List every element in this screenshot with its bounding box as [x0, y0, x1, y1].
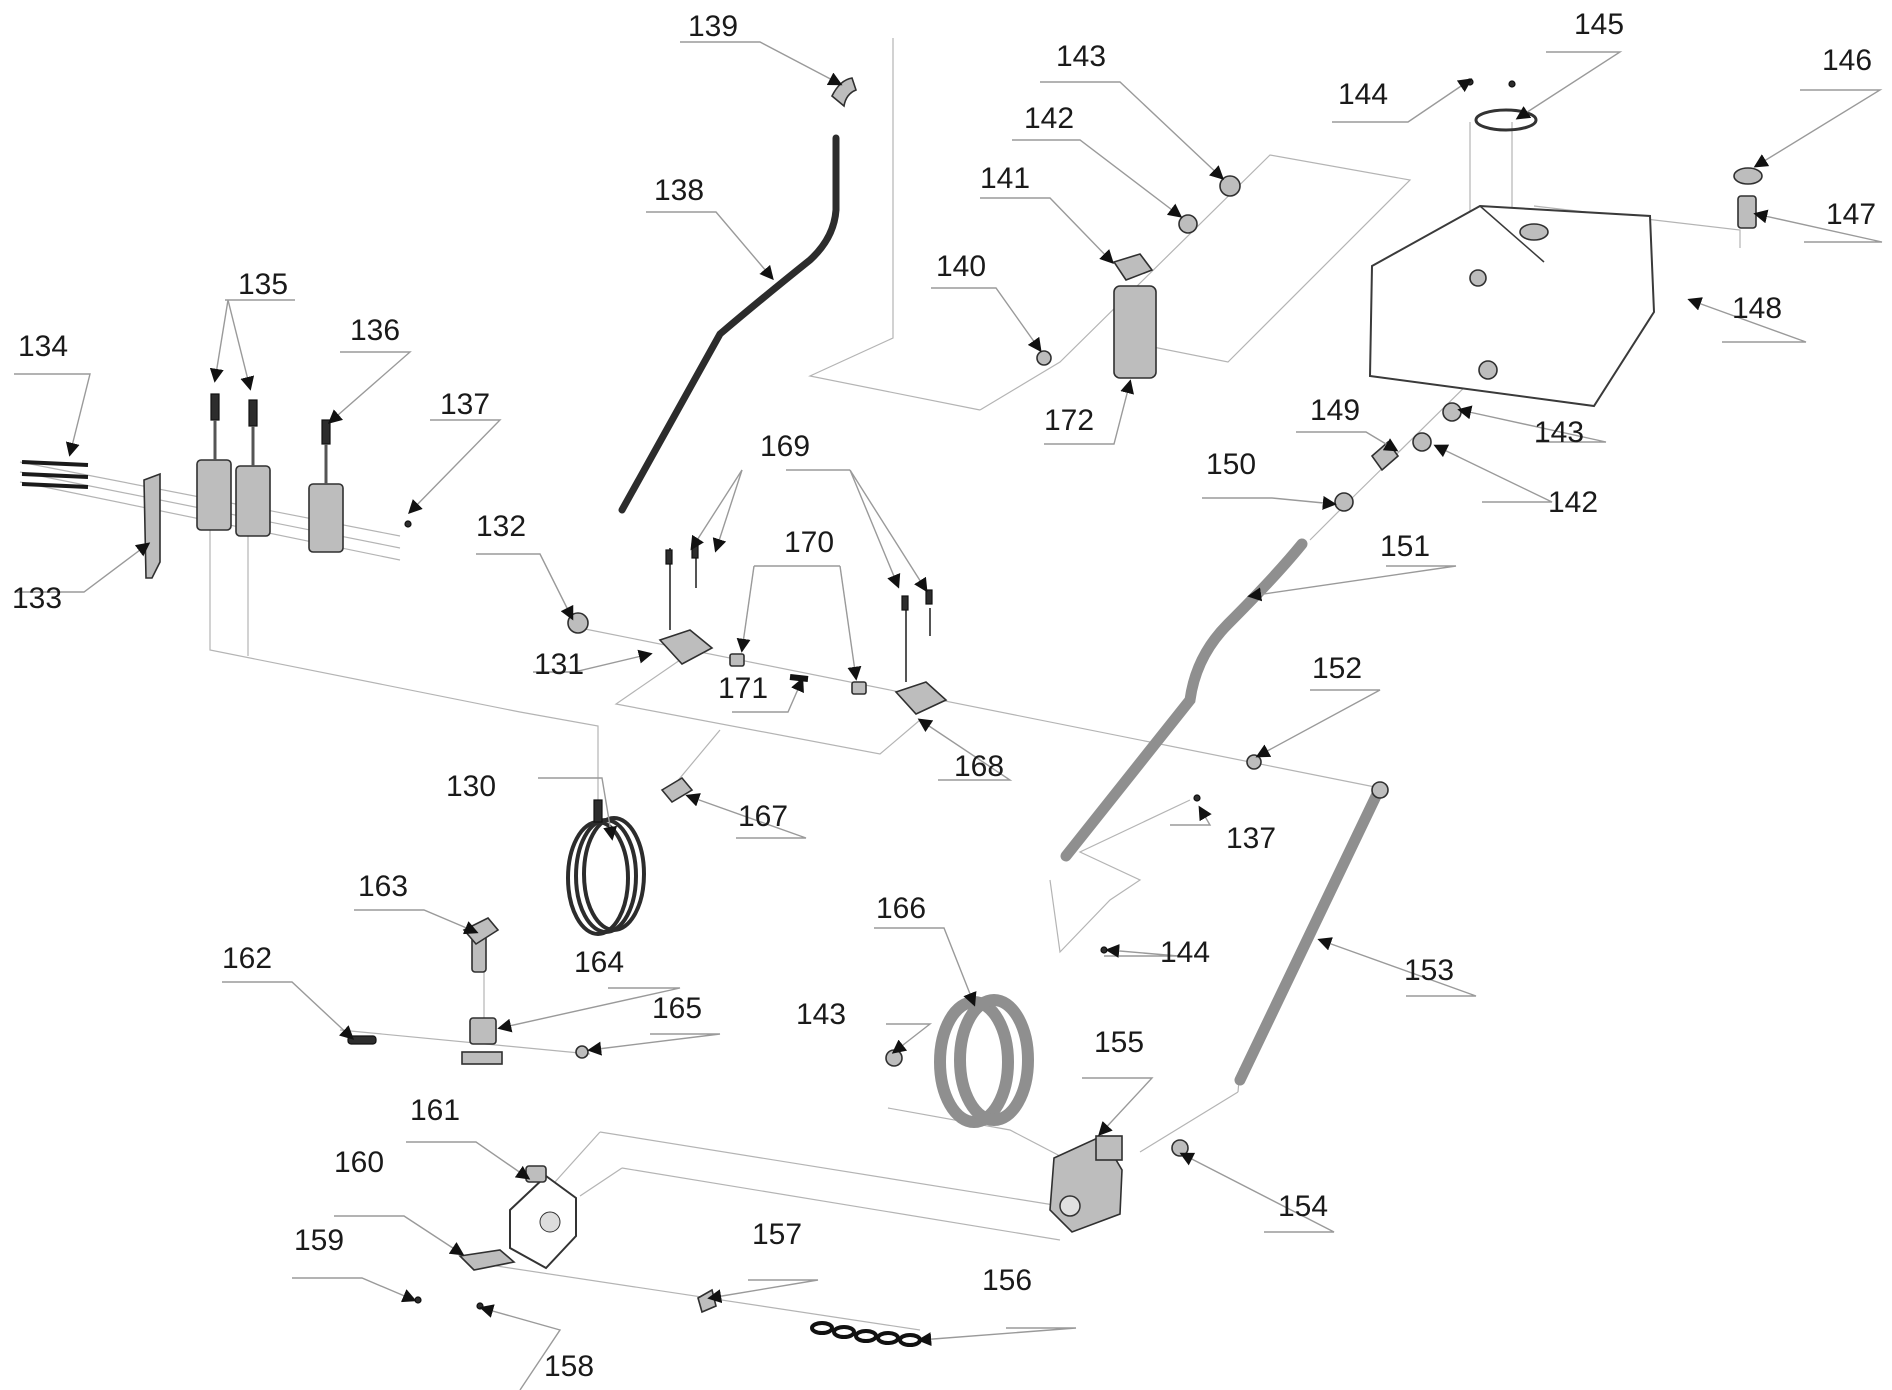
part-155-pump — [1049, 1134, 1123, 1233]
part-164-bracket — [461, 1017, 503, 1065]
part-172-filter — [1113, 285, 1157, 379]
callout-171: 171 — [718, 672, 768, 705]
part-163-handle — [462, 917, 500, 973]
callout-147: 147 — [1826, 198, 1876, 231]
part-161-bracket — [509, 1165, 577, 1270]
callout-143c: 143 — [796, 998, 846, 1031]
part-141-filter-head — [1112, 253, 1154, 281]
callout-153: 153 — [1404, 954, 1454, 987]
callout-130: 130 — [446, 770, 496, 803]
callout-133: 133 — [12, 582, 62, 615]
part-139-elbow — [831, 77, 857, 108]
part-135-valves — [196, 393, 271, 537]
callout-163: 163 — [358, 870, 408, 903]
callout-138: 138 — [654, 174, 704, 207]
callout-leaders — [14, 41, 1883, 1390]
callout-161: 161 — [410, 1094, 460, 1127]
part-145-ring — [1474, 108, 1538, 132]
parts — [21, 77, 1763, 1347]
part-157-shackle — [697, 1288, 717, 1314]
callout-169: 169 — [760, 430, 810, 463]
callout-134: 134 — [18, 330, 68, 363]
callout-162: 162 — [222, 942, 272, 975]
callout-132: 132 — [476, 510, 526, 543]
part-153-hose — [1234, 786, 1384, 1086]
part-136-valve — [308, 419, 344, 553]
callout-146: 146 — [1822, 44, 1872, 77]
part-168-valve — [894, 681, 948, 715]
part-146-cap — [1733, 167, 1763, 185]
callout-145: 145 — [1574, 8, 1624, 41]
callout-150: 150 — [1206, 448, 1256, 481]
callout-168: 168 — [954, 750, 1004, 783]
callout-172: 172 — [1044, 404, 1094, 437]
callout-170: 170 — [784, 526, 834, 559]
callout-142a: 142 — [1024, 102, 1074, 135]
callout-157: 157 — [752, 1218, 802, 1251]
callout-labels: 130 131 132 133 134 135 136 137 137 138 … — [12, 8, 1876, 1383]
part-131-valve — [658, 629, 714, 665]
part-160-plate — [458, 1249, 516, 1271]
callout-137b: 137 — [1226, 822, 1276, 855]
callout-135: 135 — [238, 268, 288, 301]
assembly-lines — [19, 38, 1741, 1331]
part-169-stems — [665, 543, 933, 682]
part-134-rods — [21, 460, 89, 489]
callout-143a: 143 — [1056, 40, 1106, 73]
callout-158: 158 — [544, 1350, 594, 1383]
callout-166: 166 — [876, 892, 926, 925]
callout-149: 149 — [1310, 394, 1360, 427]
callout-131: 131 — [534, 648, 584, 681]
callout-151: 151 — [1380, 530, 1430, 563]
callout-142b: 142 — [1548, 486, 1598, 519]
callout-148: 148 — [1732, 292, 1782, 325]
callout-160: 160 — [334, 1146, 384, 1179]
part-162-spring — [347, 1035, 377, 1045]
callout-144a: 144 — [1338, 78, 1388, 111]
part-149-fitting — [1370, 440, 1400, 472]
callout-159: 159 — [294, 1224, 344, 1257]
callout-143b: 143 — [1534, 416, 1584, 449]
part-166-coil — [934, 994, 1034, 1128]
part-151-hose — [1060, 538, 1308, 862]
part-130-coil — [566, 799, 646, 936]
callout-141: 141 — [980, 162, 1030, 195]
part-148-tank — [1368, 204, 1656, 408]
callout-136: 136 — [350, 314, 400, 347]
callout-140: 140 — [936, 250, 986, 283]
part-147-strainer — [1737, 195, 1757, 229]
callout-156: 156 — [982, 1264, 1032, 1297]
callout-165: 165 — [652, 992, 702, 1025]
part-156-chain — [810, 1321, 922, 1347]
callout-137a: 137 — [440, 388, 490, 421]
callout-139: 139 — [688, 10, 738, 43]
callout-155: 155 — [1094, 1026, 1144, 1059]
callout-154: 154 — [1278, 1190, 1328, 1223]
part-171-pin — [789, 674, 809, 682]
callout-144b: 144 — [1160, 936, 1210, 969]
part-138-hose — [618, 134, 840, 514]
part-133-bracket — [143, 472, 161, 579]
callout-152: 152 — [1312, 652, 1362, 685]
callout-167: 167 — [738, 800, 788, 833]
callout-164: 164 — [574, 946, 624, 979]
